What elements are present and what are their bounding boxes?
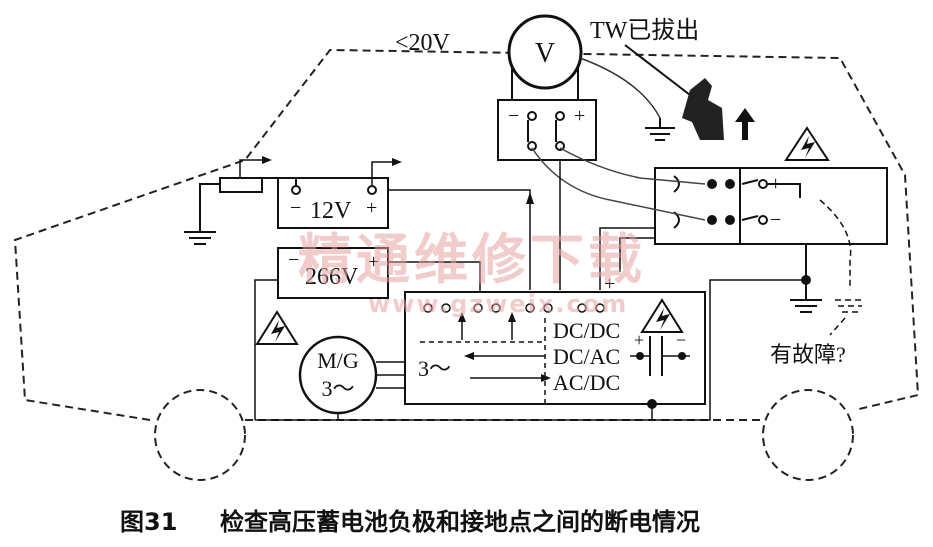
- acdc-label: AC/DC: [553, 370, 620, 395]
- battery-266v: − 266V +: [277, 247, 389, 299]
- figure-number: 图31: [120, 508, 177, 536]
- battery-266v-minus: −: [288, 249, 299, 271]
- battery-12v-minus: −: [290, 197, 301, 219]
- high-voltage-warning-icon: [784, 126, 830, 161]
- mg-label-line2: 3～: [321, 376, 354, 401]
- voltage-limit-label: <20V: [395, 30, 451, 56]
- arrow-resistor: [262, 156, 272, 164]
- wire-chassis-ground: [255, 279, 806, 421]
- junction-minus: −: [770, 209, 781, 231]
- service-plug-icon: [682, 78, 724, 140]
- tw-pointer-line: [624, 44, 691, 96]
- dcac-label: DC/AC: [553, 344, 620, 369]
- wire-266v-positive: [388, 261, 481, 300]
- voltmeter: V: [507, 14, 583, 90]
- inverter-plus-top: +: [604, 273, 615, 295]
- capacitor-minus: −: [676, 330, 686, 350]
- voltmeter-label: V: [535, 38, 555, 69]
- mg-label-line1: M/G: [317, 348, 359, 373]
- battery-12v: − 12V +: [277, 177, 389, 229]
- fault-question-label: 有故障?: [770, 342, 846, 367]
- watermark-url: www.gzweix.com: [368, 290, 628, 318]
- battery-266v-label: 266V: [305, 264, 359, 290]
- test-switch-box: − +: [497, 99, 597, 161]
- capacitor-plus: +: [634, 330, 644, 350]
- up-arrow-icon: [735, 108, 755, 140]
- inverter-3phase-label: 3～: [418, 356, 451, 381]
- dcdc-label: DC/DC: [553, 318, 620, 343]
- front-wheel: [154, 389, 246, 481]
- battery-266v-plus: +: [368, 251, 379, 273]
- switch-plus: +: [574, 105, 585, 127]
- chassis-node: [647, 399, 657, 409]
- wire-resistor-up: [239, 159, 265, 178]
- wire-junction-to-inverter: [599, 227, 655, 290]
- high-voltage-warning-icon: [640, 298, 684, 333]
- fault-path: [819, 199, 865, 336]
- voltmeter-ground-lead: [579, 57, 661, 119]
- ground-symbol-icon: [184, 231, 216, 245]
- wire-motor-phases: [376, 361, 405, 389]
- motor-generator: M/G 3～: [298, 335, 378, 415]
- battery-12v-plus: +: [366, 197, 377, 219]
- wire-junction-plus-out: [768, 183, 801, 198]
- wire-junction-to-inverter-2: [619, 237, 655, 272]
- wire-switch-to-junction-1: [559, 147, 706, 185]
- battery-12v-label: 12V: [310, 198, 352, 224]
- switch-minus: −: [508, 105, 519, 127]
- wire-12v-positive: [371, 161, 395, 186]
- watermark-chinese: 精通维修下载: [298, 228, 646, 291]
- rear-wheel: [762, 389, 854, 481]
- figure-title: 检查高压蓄电池负极和接地点之间的断电情况: [220, 508, 700, 536]
- wire-12v-to-inverter: [388, 189, 531, 290]
- ground-symbol-icon: [645, 118, 675, 141]
- wire-266v-negative: [254, 279, 278, 420]
- junction-box: + −: [654, 167, 888, 245]
- ground-symbol-icon: [790, 290, 822, 313]
- wire-12v-negative: [199, 177, 297, 232]
- arrow-up-dcdc: [526, 192, 534, 204]
- high-voltage-warning-icon: [255, 310, 299, 345]
- tw-removed-label: TW已拔出: [590, 17, 699, 44]
- arrow-12v: [392, 158, 402, 166]
- shunt-resistor: [219, 177, 263, 193]
- wire-switch-to-junction-2: [531, 147, 706, 221]
